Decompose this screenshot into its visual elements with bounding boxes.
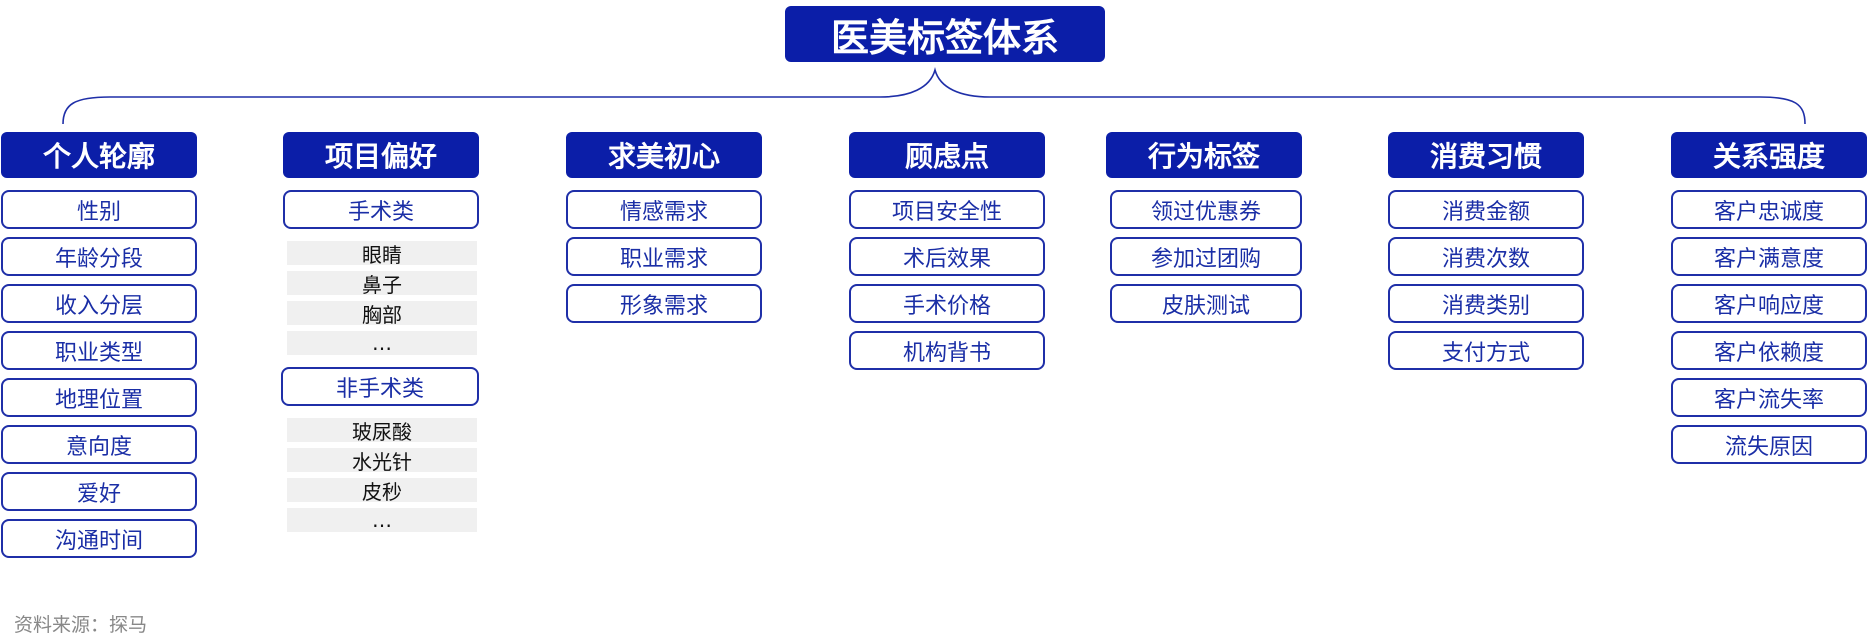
tag-item: 手术价格: [849, 284, 1045, 323]
sub-item: …: [287, 331, 477, 355]
tag-item: 客户响应度: [1671, 284, 1867, 323]
column-consumption-habits: 消费习惯 消费金额 消费次数 消费类别 支付方式: [1388, 132, 1584, 370]
column-header: 消费习惯: [1388, 132, 1584, 178]
sub-item: 鼻子: [287, 271, 477, 297]
sub-item: 水光针: [287, 448, 477, 474]
tag-item: 领过优惠券: [1110, 190, 1302, 229]
tag-item: 术后效果: [849, 237, 1045, 276]
tag-item: 机构背书: [849, 331, 1045, 370]
column-beauty-motivation: 求美初心 情感需求 职业需求 形象需求: [566, 132, 762, 323]
sub-item: 眼睛: [287, 241, 477, 267]
tag-item: 年龄分段: [1, 237, 197, 276]
tag-item: 性别: [1, 190, 197, 229]
sub-item: 胸部: [287, 301, 477, 327]
column-header: 顾虑点: [849, 132, 1045, 178]
source-note: 资料来源：探马: [14, 614, 148, 636]
column-header: 求美初心: [566, 132, 762, 178]
column-behavior-tags: 行为标签 领过优惠券 参加过团购 皮肤测试: [1106, 132, 1302, 323]
tag-item: 项目安全性: [849, 190, 1045, 229]
tag-item: 消费金额: [1388, 190, 1584, 229]
column-header: 个人轮廓: [1, 132, 197, 178]
column-project-preference: 项目偏好 手术类 眼睛 鼻子 胸部 … 非手术类 玻尿酸 水光针 皮秒 …: [281, 132, 479, 532]
tag-item: 流失原因: [1671, 425, 1867, 464]
tag-item: 客户忠诚度: [1671, 190, 1867, 229]
sub-item: …: [287, 508, 477, 532]
tag-item: 职业类型: [1, 331, 197, 370]
column-header: 关系强度: [1671, 132, 1867, 178]
tag-item: 客户流失率: [1671, 378, 1867, 417]
column-personal-profile: 个人轮廓 性别 年龄分段 收入分层 职业类型 地理位置 意向度 爱好 沟通时间: [1, 132, 197, 558]
tag-item: 参加过团购: [1110, 237, 1302, 276]
tag-item: 沟通时间: [1, 519, 197, 558]
sub-item: 玻尿酸: [287, 418, 477, 444]
brace-connector: [62, 67, 1806, 125]
tag-item: 地理位置: [1, 378, 197, 417]
column-header: 项目偏好: [283, 132, 479, 178]
tag-item: 消费类别: [1388, 284, 1584, 323]
tag-item: 情感需求: [566, 190, 762, 229]
tag-item: 消费次数: [1388, 237, 1584, 276]
sub-item: 皮秒: [287, 478, 477, 504]
tag-item: 支付方式: [1388, 331, 1584, 370]
tag-item: 形象需求: [566, 284, 762, 323]
column-relationship-strength: 关系强度 客户忠诚度 客户满意度 客户响应度 客户依赖度 客户流失率 流失原因: [1671, 132, 1867, 464]
tag-item: 客户满意度: [1671, 237, 1867, 276]
group-non-surgical: 非手术类: [281, 367, 479, 406]
tag-item: 收入分层: [1, 284, 197, 323]
tag-item: 客户依赖度: [1671, 331, 1867, 370]
tag-item: 皮肤测试: [1110, 284, 1302, 323]
column-header: 行为标签: [1106, 132, 1302, 178]
tag-item: 爱好: [1, 472, 197, 511]
tag-item: 职业需求: [566, 237, 762, 276]
column-concerns: 顾虑点 项目安全性 术后效果 手术价格 机构背书: [849, 132, 1045, 370]
diagram-title: 医美标签体系: [785, 6, 1105, 62]
group-surgical: 手术类: [283, 190, 479, 229]
tag-item: 意向度: [1, 425, 197, 464]
